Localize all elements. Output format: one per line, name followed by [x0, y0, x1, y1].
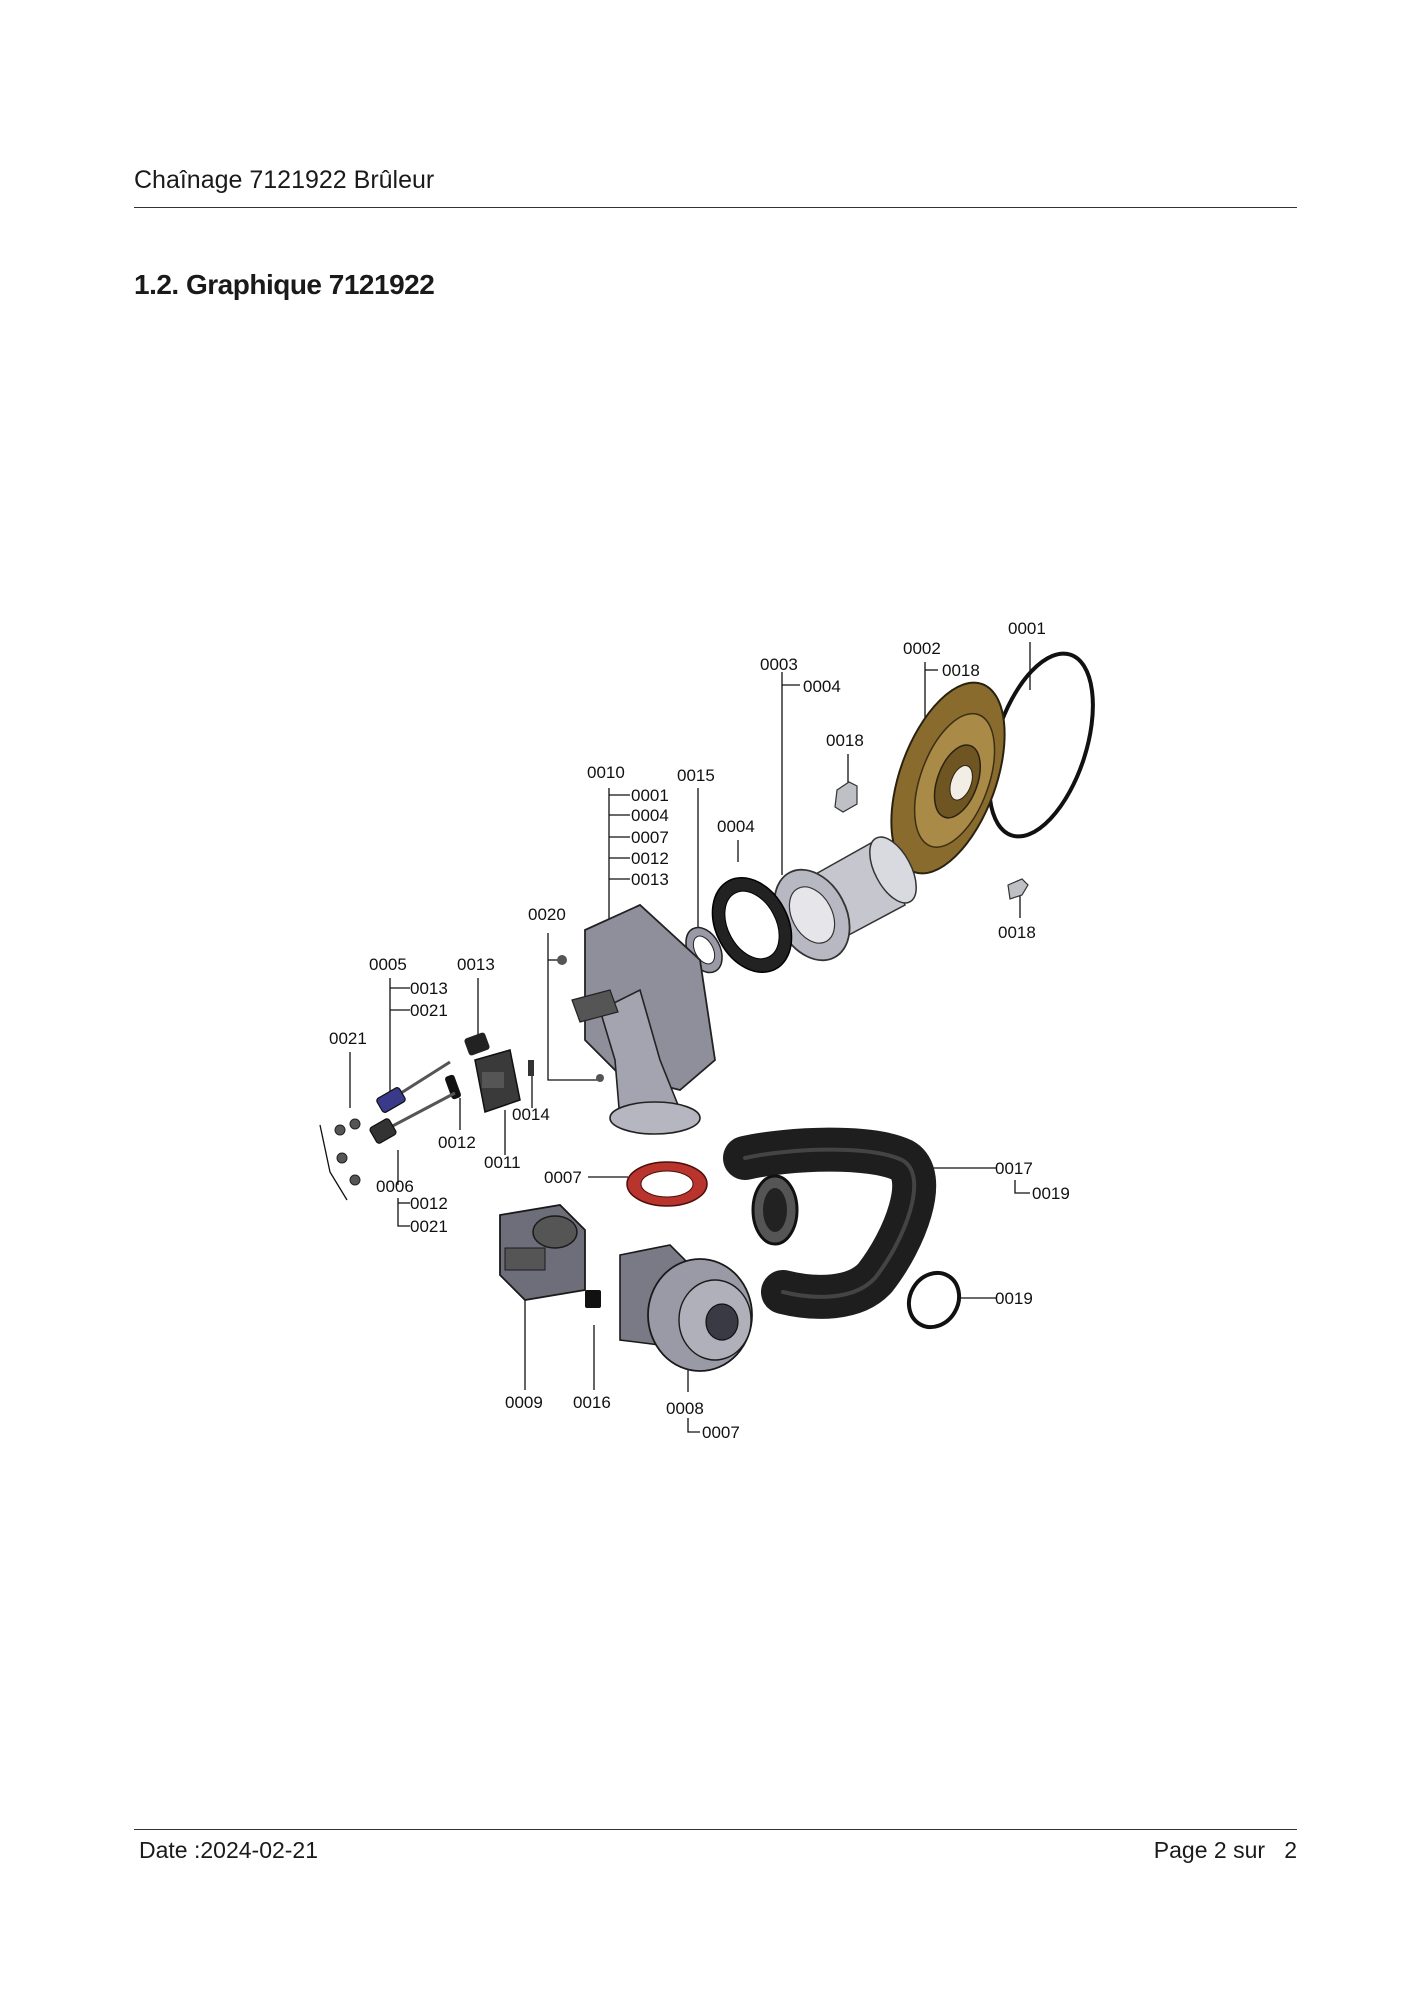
label-0010-s2: 0004	[631, 806, 669, 825]
ignition-electrode	[376, 1060, 451, 1113]
header-divider	[134, 207, 1297, 208]
label-0003-sub: 0004	[803, 677, 841, 696]
electrode-gasket	[464, 1032, 490, 1056]
footer-divider	[134, 1829, 1297, 1830]
fan-assembly	[619, 1244, 753, 1372]
label-0001: 0001	[1008, 619, 1046, 638]
clip-bottom	[1007, 878, 1029, 900]
label-0011: 0011	[484, 1153, 521, 1172]
label-0009: 0009	[505, 1393, 543, 1412]
red-gasket	[626, 1161, 708, 1207]
leader-lines	[319, 642, 1031, 1433]
section-title: 1.2. Graphique 7121922	[134, 269, 435, 300]
label-0018a: 0018	[826, 731, 864, 750]
o-ring-small	[906, 1270, 962, 1330]
label-0010-s3: 0007	[631, 828, 669, 847]
small-gasket-0016	[585, 1290, 601, 1308]
clip-top	[834, 781, 858, 813]
label-0006-s1: 0012	[410, 1194, 448, 1213]
label-0008: 0008	[666, 1399, 704, 1418]
label-0021: 0021	[329, 1029, 367, 1048]
screws-0021	[334, 1118, 361, 1186]
label-0013: 0013	[457, 955, 495, 974]
label-0017: 0017	[995, 1159, 1033, 1178]
label-0019: 0019	[995, 1289, 1033, 1308]
label-0005: 0005	[369, 955, 407, 974]
label-0010-s5: 0013	[631, 870, 669, 889]
label-0010: 0010	[587, 763, 625, 782]
label-0002: 0002	[903, 639, 941, 658]
small-screw-0014	[528, 1060, 534, 1076]
label-0004: 0004	[717, 817, 755, 836]
label-0010-s1: 0001	[631, 786, 669, 805]
gasket-0012	[445, 1074, 461, 1100]
label-0005-s2: 0021	[410, 1001, 448, 1020]
bronze-flange	[890, 681, 1006, 875]
label-0016: 0016	[573, 1393, 611, 1412]
label-0012: 0012	[438, 1133, 476, 1152]
label-0002-sub: 0018	[942, 661, 980, 680]
gas-valve	[499, 1204, 586, 1301]
label-0008-sub: 0007	[702, 1423, 740, 1442]
document-header-title: Chaînage 7121922 Brûleur	[134, 166, 435, 194]
label-0010-s4: 0012	[631, 849, 669, 868]
burner-gasket-black	[711, 876, 793, 974]
burner-tube	[773, 836, 917, 962]
label-0020: 0020	[528, 905, 566, 924]
label-0017-sub: 0019	[1032, 1184, 1070, 1203]
footer-page-text: Page 2 sur 2	[1153, 1837, 1297, 1863]
ignition-transformer	[474, 1049, 521, 1113]
label-0018b: 0018	[998, 923, 1036, 942]
label-0006: 0006	[376, 1177, 414, 1196]
air-intake-pipe	[723, 1127, 937, 1319]
label-0005-s1: 0013	[410, 979, 448, 998]
footer-page-number: Page 2 sur 2	[1154, 1837, 1297, 1864]
label-0015: 0015	[677, 766, 715, 785]
label-0003: 0003	[760, 655, 798, 674]
label-0006-s2: 0021	[410, 1217, 448, 1236]
label-0007a: 0007	[544, 1168, 582, 1187]
label-0014: 0014	[512, 1105, 550, 1124]
footer-date: Date :2024-02-21	[139, 1837, 319, 1863]
ionisation-electrode	[369, 1091, 456, 1144]
mixing-housing	[557, 903, 716, 1135]
